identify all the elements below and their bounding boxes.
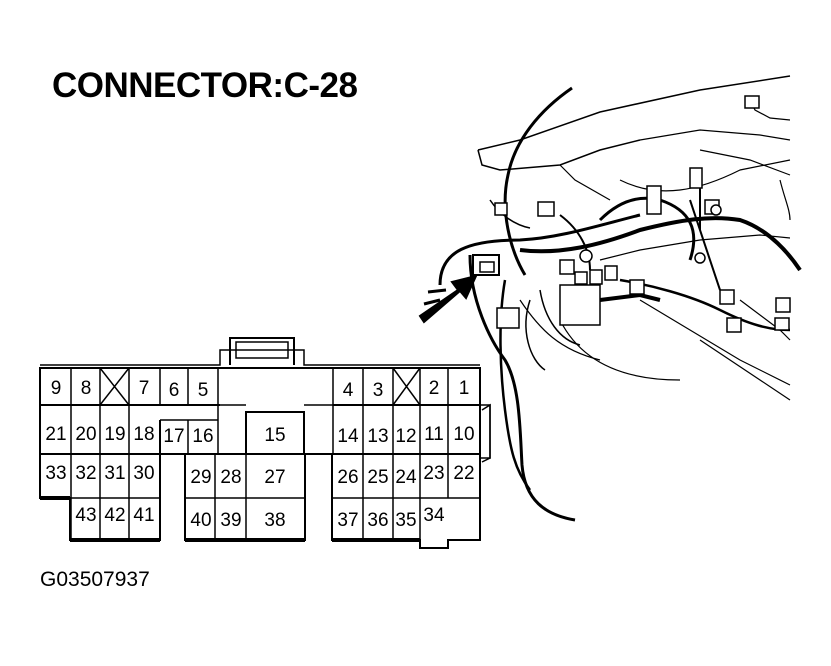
pin-label: 33 — [45, 463, 66, 484]
page-title: CONNECTOR:C-28 — [52, 66, 358, 105]
pin-label: 34 — [423, 505, 445, 526]
pin-label: 2 — [429, 378, 440, 399]
pin-label: 22 — [453, 463, 474, 484]
pin-label: 31 — [104, 463, 125, 484]
pin-label: 3 — [373, 380, 384, 401]
pin-label: 18 — [133, 424, 154, 445]
pin-label: 36 — [367, 510, 388, 531]
pin-label: 26 — [337, 467, 358, 488]
pin-label: 6 — [169, 380, 180, 401]
pin-label: 15 — [264, 425, 285, 446]
pin-label: 7 — [139, 378, 150, 399]
pin-labels: 9 8 7 6 5 4 3 2 1 21 20 19 18 17 16 15 1… — [45, 378, 474, 531]
pin-label: 11 — [424, 424, 444, 445]
pin-label: 19 — [104, 424, 125, 445]
pin-label: 27 — [264, 467, 285, 488]
pin-label: 13 — [367, 426, 388, 447]
connector-grid — [40, 367, 480, 548]
pin-label: 10 — [453, 424, 474, 445]
pin-label: 12 — [395, 426, 416, 447]
pin-label: 30 — [133, 463, 154, 484]
pin-label: 37 — [337, 510, 358, 531]
pin-label: 20 — [75, 424, 96, 445]
pin-label: 28 — [220, 467, 241, 488]
pin-label: 24 — [395, 467, 417, 488]
pin-label: 32 — [75, 463, 96, 484]
pin-label: 9 — [51, 378, 62, 399]
pin-label: 14 — [337, 426, 359, 447]
arrow-icon — [418, 274, 478, 324]
pin-label: 4 — [343, 380, 354, 401]
pin-label: 43 — [75, 505, 96, 526]
pin-label: 41 — [133, 505, 154, 526]
pin-label: 8 — [81, 378, 92, 399]
dashboard-wiring-illustration — [438, 75, 802, 522]
pin-label: 42 — [104, 505, 125, 526]
pin-label: 17 — [163, 426, 184, 447]
pin-label: 16 — [192, 426, 213, 447]
pin-label: 1 — [459, 378, 470, 399]
pin-label: 21 — [45, 424, 66, 445]
pin-label: 25 — [367, 467, 388, 488]
pin-label: 35 — [395, 510, 416, 531]
pin-label: 38 — [264, 510, 285, 531]
figure-id: G03507937 — [40, 568, 150, 591]
pin-label: 40 — [190, 510, 211, 531]
pin-label: 39 — [220, 510, 241, 531]
pin-label: 23 — [423, 463, 444, 484]
pin-label: 29 — [190, 467, 211, 488]
pin-label: 5 — [198, 380, 209, 401]
